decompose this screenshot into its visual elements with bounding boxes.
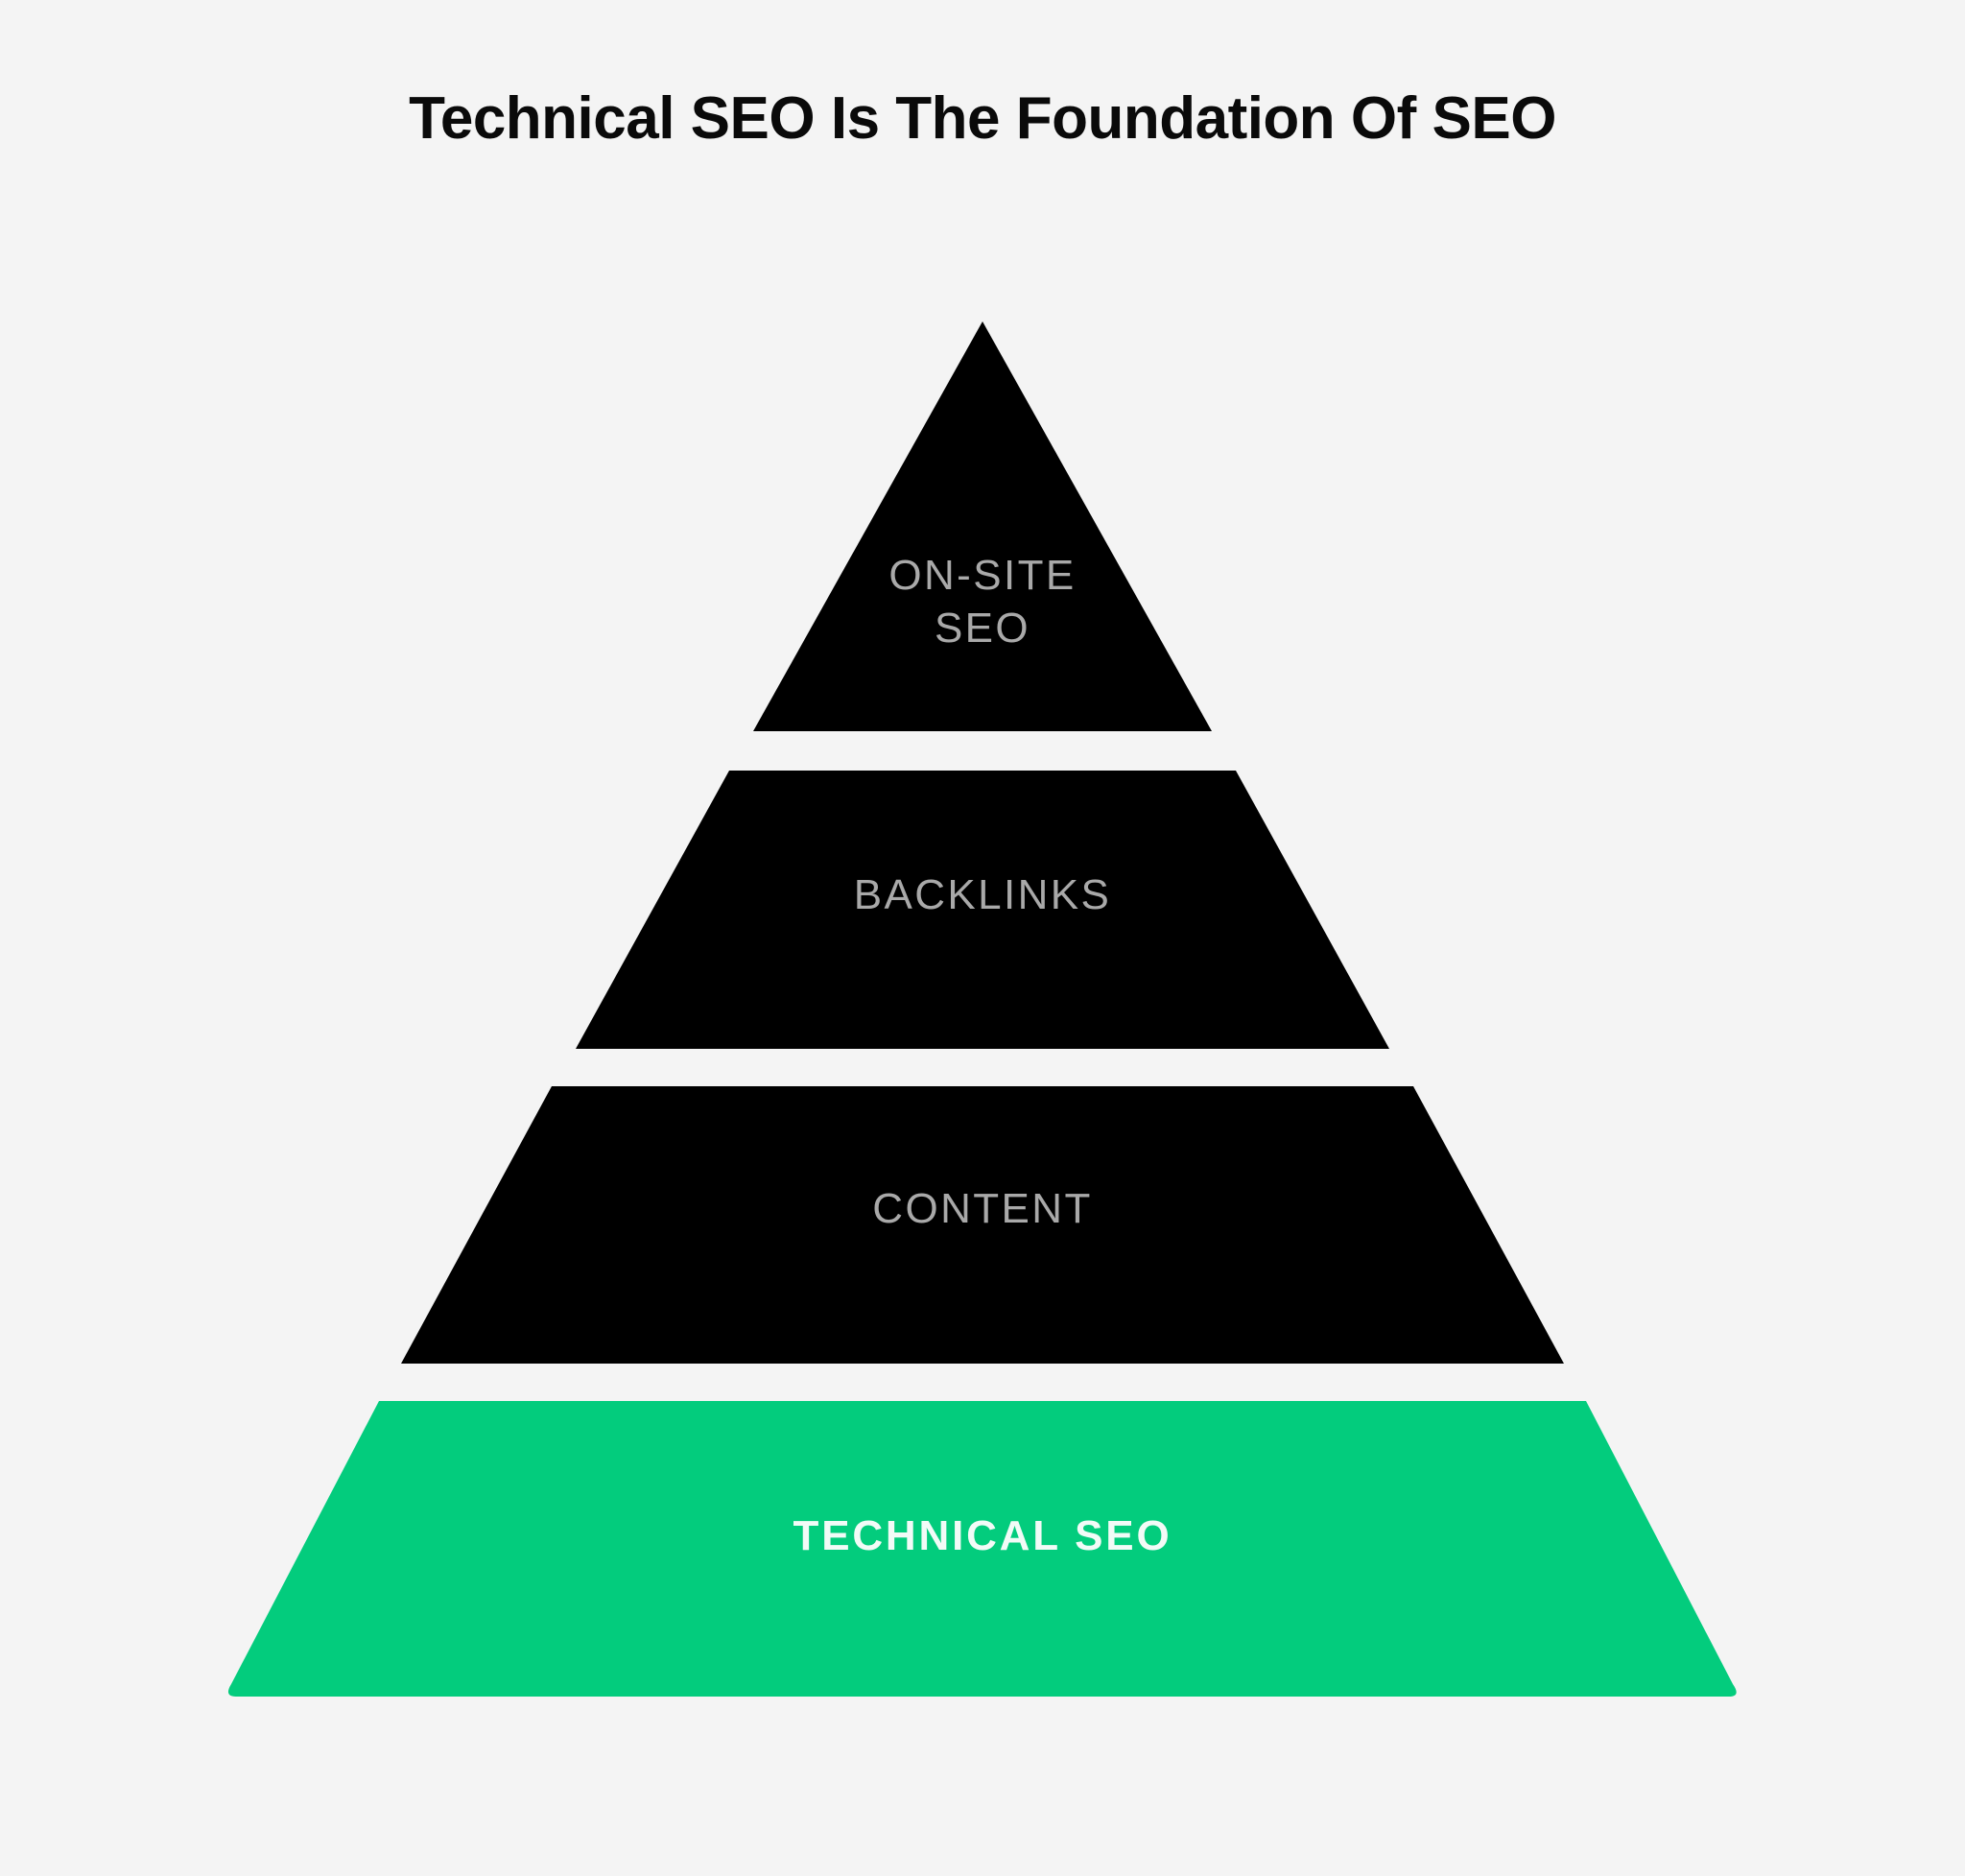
pyramid-level-1-shape[interactable] bbox=[753, 321, 1212, 731]
pyramid-level-3-shape[interactable] bbox=[401, 1086, 1564, 1364]
pyramid-level-4-shape[interactable] bbox=[227, 1401, 1737, 1697]
pyramid-level-2-shape[interactable] bbox=[576, 771, 1389, 1049]
page-title: Technical SEO Is The Foundation Of SEO bbox=[409, 85, 1556, 152]
